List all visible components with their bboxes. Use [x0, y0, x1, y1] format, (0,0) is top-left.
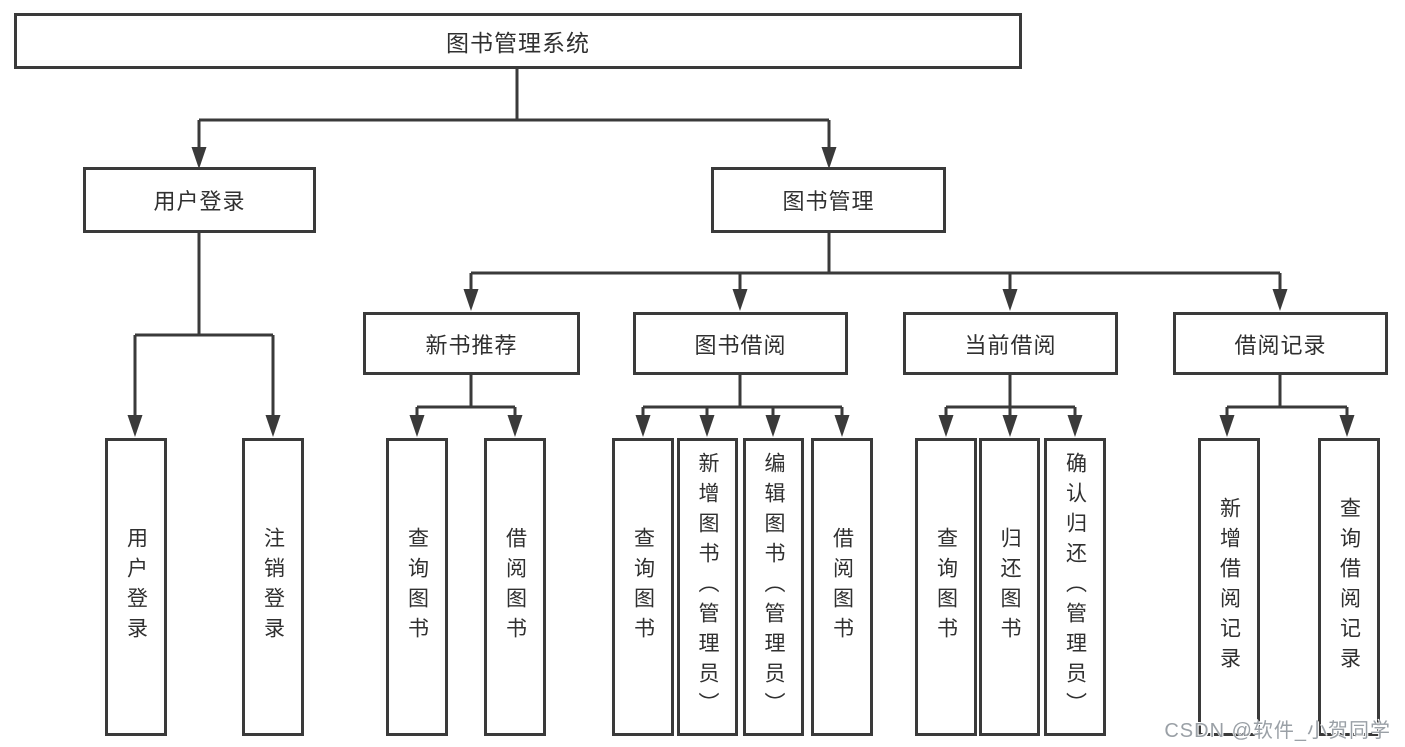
leaf-query-books-borrow: 查询图书	[612, 438, 674, 736]
node-user-login: 用户登录	[83, 167, 316, 233]
leaf-confirm-return-admin: 确认归还（管理员）	[1044, 438, 1106, 736]
node-borrow-records: 借阅记录	[1173, 312, 1388, 375]
csdn-watermark: CSDN @软件_小贺同学	[1164, 720, 1391, 742]
leaf-query-borrow-record: 查询借阅记录	[1318, 438, 1380, 736]
node-book-management: 图书管理	[711, 167, 946, 233]
leaf-edit-books-admin: 编辑图书（管理员）	[743, 438, 804, 736]
leaf-borrow-books: 借阅图书	[811, 438, 873, 736]
node-new-book-recommend: 新书推荐	[363, 312, 580, 375]
leaf-add-books-admin: 新增图书（管理员）	[677, 438, 738, 736]
leaf-user-login: 用户登录	[105, 438, 167, 736]
leaf-logout: 注销登录	[242, 438, 304, 736]
node-current-borrow: 当前借阅	[903, 312, 1118, 375]
leaf-add-borrow-record: 新增借阅记录	[1198, 438, 1260, 736]
leaf-borrow-books-recommend: 借阅图书	[484, 438, 546, 736]
leaf-return-books: 归还图书	[979, 438, 1040, 736]
leaf-query-books-recommend: 查询图书	[386, 438, 448, 736]
leaf-query-books-current: 查询图书	[915, 438, 977, 736]
node-book-borrow: 图书借阅	[633, 312, 848, 375]
node-library-management-system: 图书管理系统	[14, 13, 1022, 69]
